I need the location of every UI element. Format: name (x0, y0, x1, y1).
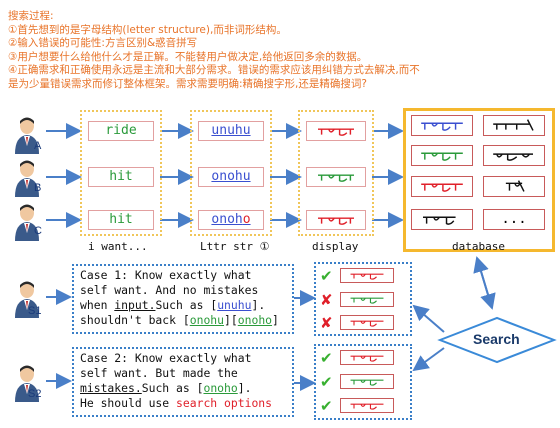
case-1-text: when (80, 298, 115, 312)
want-column-label: i want... (88, 240, 148, 253)
lttr-cell-c-main: onoh (211, 212, 243, 227)
case-1-text: shouldn't back [ (80, 313, 190, 327)
case-2-example: onoho (203, 381, 238, 395)
arrow-search-list1 (412, 304, 445, 333)
user-b-label: B (34, 182, 42, 194)
lttr-cell-c: onoho (198, 210, 264, 230)
check-icon: ✔ (320, 397, 333, 415)
result-glyph (340, 292, 394, 307)
case-1-line-3: when input.Such as [unuhu]. (80, 298, 286, 313)
want-cell-b: hit (88, 167, 154, 187)
display-column-label: display (312, 240, 359, 253)
case-1-box: Case 1: Know exactly what self want. And… (72, 264, 294, 334)
arrow-search-database-back (476, 257, 496, 310)
case-1-example: unuhu (217, 298, 252, 312)
check-icon: ✔ (320, 349, 333, 367)
db-glyph-6 (483, 176, 545, 197)
arrow-search-list2 (412, 347, 445, 372)
case-1-text: ][ (224, 313, 238, 327)
user-s2-label: S2 (28, 388, 42, 400)
user-s2-avatar (15, 365, 39, 402)
db-glyph-2 (483, 115, 545, 136)
case-1-text: Such as [ (155, 298, 218, 312)
result-glyph (340, 268, 394, 283)
db-more: ... (483, 209, 545, 230)
user-s1-avatar (15, 281, 39, 318)
case-1-line-4: shouldn't back [onohu][onoho] (80, 313, 286, 328)
want-column (80, 110, 162, 236)
user-a-avatar (15, 117, 39, 154)
note-point-3: ③用户想要什么给他什么才是正解。不能替用户做决定,给他返回多余的数据。 (8, 50, 368, 63)
case-1-text: ] (272, 313, 279, 327)
display-glyph-c (306, 210, 366, 230)
case-2-mistakes-word: mistakes. (80, 381, 142, 395)
lttr-column (190, 110, 272, 236)
result-glyph (340, 350, 394, 365)
case-1-results (314, 262, 412, 336)
db-glyph-3 (411, 145, 473, 166)
lttr-cell-b: onohu (198, 167, 264, 187)
case-2-text: Such as [ (141, 381, 204, 395)
case-2-results (314, 344, 412, 420)
want-cell-c: hit (88, 210, 154, 230)
cross-icon: ✘ (320, 291, 333, 309)
check-icon: ✔ (320, 373, 333, 391)
result-glyph (340, 398, 394, 413)
user-c-avatar (15, 204, 39, 241)
case-1-example: onohu (189, 313, 225, 327)
case-1-example: onoho (237, 313, 273, 327)
case-2-text: He should use (80, 396, 177, 410)
process-notes: 搜索过程: ①首先想到的是字母结构(letter structure),而非词形… (8, 10, 556, 92)
display-glyph-b (306, 167, 366, 187)
lttr-column-label: Lttr str ① (200, 240, 270, 253)
db-glyph-7 (411, 209, 473, 230)
notes-title: 搜索过程: (8, 10, 54, 22)
note-point-5: 是为少量错误需求而修订整体框架。需求需要明确:精确搜字形,还是精确搜词? (8, 77, 367, 90)
cross-icon: ✘ (320, 314, 333, 332)
note-point-2: ②输入错误的可能性:方言区别&惑音拼写 (8, 37, 198, 50)
case-2-line-4: He should use search options (80, 396, 286, 411)
case-1-text: ]. (251, 298, 266, 312)
want-cell-a: ride (88, 121, 154, 141)
db-glyph-5 (411, 176, 473, 197)
db-glyph-1 (411, 115, 473, 136)
user-b-avatar (15, 160, 39, 197)
display-column (298, 110, 374, 236)
case-2-line-1: Case 2: Know exactly what (80, 351, 252, 365)
display-glyph-a (306, 121, 366, 141)
user-a-label: A (34, 140, 42, 152)
case-1-line-1: Case 1: Know exactly what (80, 268, 252, 282)
note-point-1: ①首先想到的是字母结构(letter structure),而非词形结构。 (8, 23, 287, 36)
lttr-cell-a: unuhu (198, 121, 264, 141)
database-box (403, 108, 555, 252)
lttr-cell-c-error: o (242, 212, 251, 227)
search-label: Search (473, 331, 520, 347)
note-point-4: ④正确需求和正确使用永远是主流和大部分需求。错误的需求应该用纠错方式去解决,而不 (8, 64, 420, 77)
case-2-text: ]. (237, 381, 252, 395)
user-c-label: C (34, 225, 42, 237)
case-1-line-2: self want. And no mistakes (80, 283, 259, 297)
search-node (437, 316, 557, 364)
check-icon: ✔ (320, 267, 333, 285)
db-glyph-4 (483, 145, 545, 166)
user-s1-label: S1 (28, 305, 42, 317)
case-1-input-word: input. (114, 298, 156, 312)
case-2-search-options: search options (176, 396, 273, 410)
result-glyph (340, 315, 394, 330)
case-2-line-3: mistakes.Such as [onoho]. (80, 381, 286, 396)
database-label: database (452, 240, 505, 253)
result-glyph (340, 374, 394, 389)
case-2-box: Case 2: Know exactly what self want. But… (72, 347, 294, 417)
case-2-line-2: self want. But made the (80, 366, 238, 380)
